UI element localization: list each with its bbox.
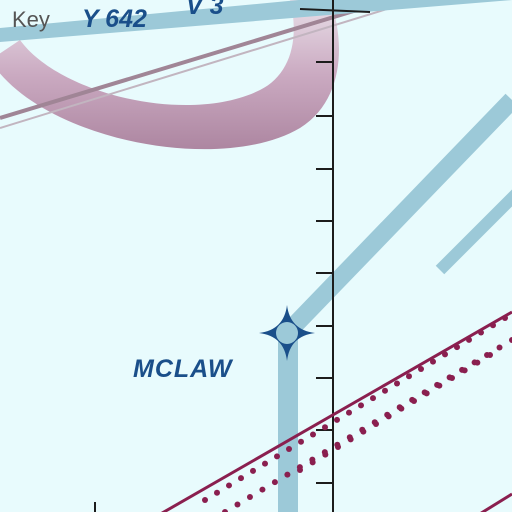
boundary-dot (222, 509, 228, 512)
boundary-dot (310, 431, 316, 438)
boundary-dot (373, 421, 379, 427)
boundary-dot (406, 373, 412, 380)
boundary-dot (250, 467, 256, 474)
boundary-dot (284, 471, 291, 478)
boundary-dot (322, 424, 328, 431)
boundary-dot (436, 382, 443, 389)
boundary-dot (246, 494, 253, 501)
boundary-dot (423, 390, 430, 397)
boundary-dot (449, 375, 455, 381)
boundary-dot (370, 395, 376, 402)
boundary-dot (466, 336, 472, 343)
boundary-dot (234, 501, 241, 508)
four-point-star-icon[interactable] (259, 305, 315, 361)
boundary-dot (398, 405, 405, 412)
boundary-dot (262, 460, 268, 467)
boundary-dot (286, 446, 292, 453)
boundary-dot (274, 453, 280, 460)
boundary-dot (394, 380, 400, 387)
airway-diagonal-band-2 (435, 189, 512, 275)
boundary-dot (490, 322, 496, 329)
airspace-ring (0, 0, 339, 150)
boundary-dot (474, 359, 481, 366)
boundary-dot (509, 337, 512, 343)
boundary-dot (430, 358, 436, 365)
restricted-boundary-line-lower (480, 492, 512, 512)
airway-vertical-band (278, 338, 298, 512)
boundary-dot (238, 475, 244, 482)
boundary-dot (418, 365, 424, 372)
boundary-dot (226, 482, 232, 489)
boundary-dot (502, 315, 508, 321)
boundary-dot (346, 409, 352, 416)
boundary-dot (454, 344, 460, 351)
boundary-dot (461, 367, 468, 374)
boundary-dot (297, 467, 303, 473)
boundary-dot (334, 416, 340, 423)
fix-label-mclaw[interactable]: MCLAW (133, 355, 234, 383)
boundary-dot (487, 352, 493, 358)
boundary-dot (478, 329, 484, 336)
boundary-dot (360, 428, 367, 435)
boundary-dot (411, 398, 417, 404)
airway-label-v3: V 3 (186, 0, 224, 20)
airway-line-thin-1 (0, 0, 391, 120)
boundary-dot (382, 387, 388, 394)
airway-diagonal-band (281, 93, 512, 339)
boundary-dot (309, 459, 316, 466)
boundary-dot (385, 413, 392, 420)
boundary-dot (335, 444, 341, 450)
boundary-dot (259, 486, 266, 493)
boundary-dot (271, 479, 278, 486)
dotted-boundary (202, 315, 512, 512)
boundary-dot (496, 344, 503, 351)
boundary-dot (358, 402, 364, 409)
boundary-dot (202, 497, 208, 503)
restricted-boundary-line (160, 310, 512, 512)
boundary-dot (322, 451, 329, 458)
boundary-dot (298, 438, 304, 445)
airway-label-y642: Y 642 (82, 5, 147, 33)
boundary-dot (214, 489, 220, 496)
airway-top-band (0, 0, 512, 42)
airway-top-line (299, 8, 371, 13)
boundary-dot (347, 436, 354, 443)
key-label: Key (12, 7, 50, 32)
scale-ticks (316, 61, 333, 484)
boundary-dot (442, 351, 448, 358)
